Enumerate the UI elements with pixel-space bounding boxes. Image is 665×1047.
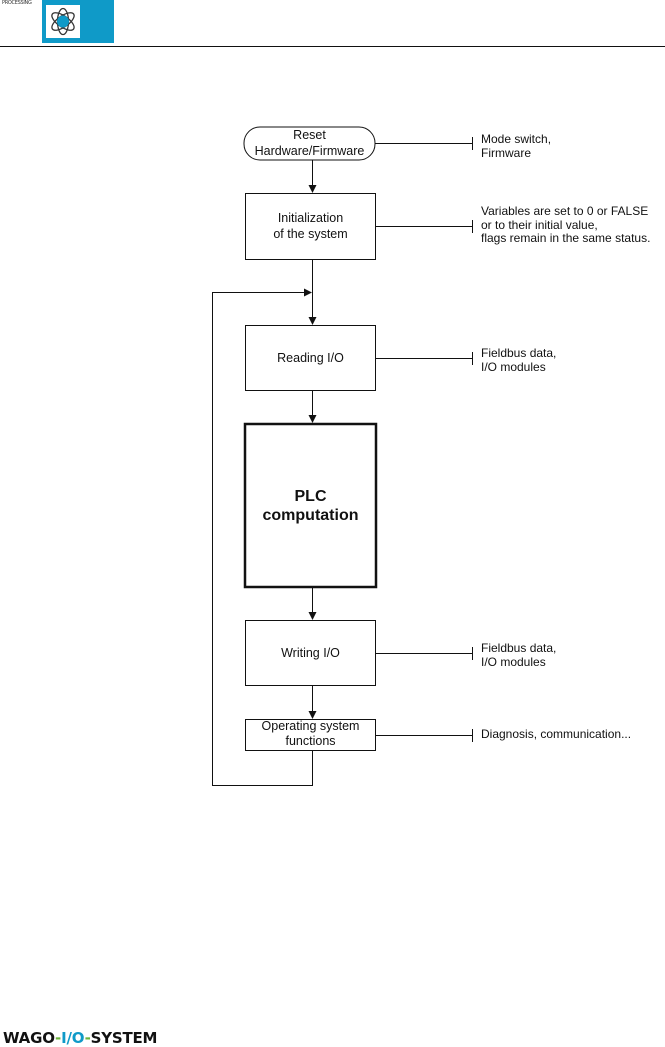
read-box-shape: [245, 325, 376, 391]
step-init: Initialization of the system: [245, 210, 376, 242]
start-line2: Hardware/Firmware: [254, 144, 365, 158]
note-reset-line1: Mode switch,: [481, 132, 552, 146]
step-plc-line2: computation: [262, 507, 359, 524]
note-write-line1: Fieldbus data,: [481, 641, 557, 655]
step-init-line2: of the system: [273, 227, 348, 241]
footer-brand-system: SYSTEM: [90, 1029, 158, 1047]
note-read-line2: I/O modules: [481, 359, 546, 374]
step-read: Reading I/O: [245, 350, 376, 366]
step-os-line1: Operating system: [261, 719, 360, 733]
note-os-line1: Diagnosis, communication...: [481, 727, 632, 741]
note-reset-line2: Firmware: [481, 145, 531, 160]
note-init-line3: flags remain in the same status.: [481, 231, 651, 245]
atom-icon: [46, 5, 80, 38]
footer-brand-logo: WAGO-I/O-SYSTEM: [3, 1029, 157, 1047]
start-line1: Reset: [293, 128, 326, 142]
header-divider: [0, 46, 665, 47]
step-os: Operating system functions: [245, 719, 376, 749]
step-os-line2: functions: [285, 734, 336, 748]
note-os: Diagnosis, communication...: [481, 727, 632, 742]
header-tiny-text: PROCESSING: [2, 0, 32, 6]
note-write-line2: I/O modules: [481, 654, 546, 669]
note-read-line1: Fieldbus data,: [481, 346, 557, 360]
step-write: Writing I/O: [245, 645, 376, 661]
note-init: Variables are set to 0 or FALSE or to th…: [481, 204, 651, 246]
start-node: Reset Hardware/Firmware: [244, 127, 375, 159]
write-box-shape: [245, 620, 376, 686]
footer-brand-io: I/O: [61, 1029, 85, 1047]
step-plc: PLC computation: [245, 487, 376, 525]
step-read-label: Reading I/O: [277, 351, 344, 365]
loop-back-line: [212, 288, 313, 786]
header-logo: [42, 0, 114, 43]
os-box-shape: [245, 719, 376, 751]
step-init-line1: Initialization: [277, 211, 344, 225]
footer-dash-1: -: [55, 1029, 62, 1047]
note-write: Fieldbus data, I/O modules: [481, 641, 557, 669]
step-write-label: Writing I/O: [281, 646, 340, 660]
footer-dash-2: -: [84, 1029, 91, 1047]
step-plc-line1: PLC: [294, 488, 327, 505]
init-box-shape: [245, 193, 376, 260]
note-reset: Mode switch, Firmware: [481, 132, 552, 160]
note-init-line1: Variables are set to 0 or FALSE: [481, 204, 649, 218]
note-init-line2: or to their initial value,: [481, 217, 598, 232]
plc-box-shape: [243, 422, 378, 589]
note-read: Fieldbus data, I/O modules: [481, 346, 557, 374]
footer-brand-wago: WAGO: [3, 1029, 56, 1047]
